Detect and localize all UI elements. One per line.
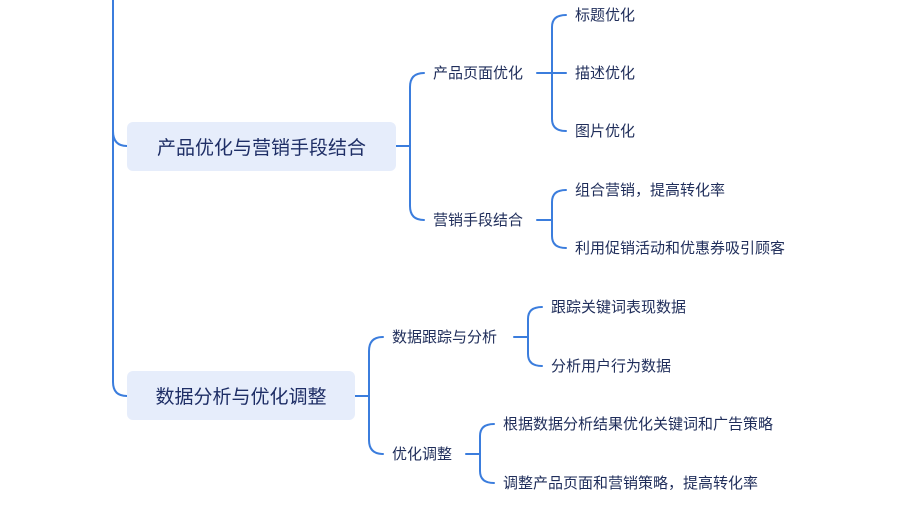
l2-1-branch-1 (551, 14, 567, 74)
topic-label: 产品优化与营销手段结合 (156, 137, 366, 159)
leaf-image-optimize[interactable]: 图片优化 (575, 122, 636, 140)
topic-product-marketing[interactable]: 产品优化与营销手段结合 (127, 122, 396, 171)
root-branch-topic-1 (112, 130, 128, 147)
subtopic-marketing-combo[interactable]: 营销手段结合 (433, 211, 524, 229)
l2-2-branch-1 (551, 189, 567, 221)
topic2-branch-top (368, 336, 384, 397)
topic1-branch-top (409, 72, 425, 147)
l2-3-branch-1 (527, 306, 543, 338)
l2-4-branch-2 (479, 453, 495, 484)
leaf-promotions-coupons[interactable]: 利用促销活动和优惠券吸引顾客 (575, 239, 786, 257)
leaf-combo-marketing[interactable]: 组合营销，提高转化率 (575, 181, 726, 199)
leaf-user-behavior[interactable]: 分析用户行为数据 (551, 357, 672, 375)
subtopic-data-tracking[interactable]: 数据跟踪与分析 (392, 328, 498, 346)
leaf-adjust-page-marketing[interactable]: 调整产品页面和营销策略，提高转化率 (503, 474, 759, 492)
topic-data-analysis[interactable]: 数据分析与优化调整 (127, 371, 355, 420)
topic-label: 数据分析与优化调整 (155, 386, 327, 408)
topic1-branch-bottom (409, 145, 425, 221)
root-trunk (112, 0, 128, 397)
leaf-optimize-keywords-ads[interactable]: 根据数据分析结果优化关键词和广告策略 (503, 415, 774, 433)
subtopic-product-page[interactable]: 产品页面优化 (433, 64, 524, 82)
topic2-branch-bottom (368, 395, 384, 455)
leaf-title-optimize[interactable]: 标题优化 (575, 6, 636, 24)
leaf-keyword-tracking[interactable]: 跟踪关键词表现数据 (551, 298, 687, 316)
subtopic-optimize-adjust[interactable]: 优化调整 (392, 445, 453, 463)
l2-3-branch-2 (527, 336, 543, 367)
leaf-description-optimize[interactable]: 描述优化 (575, 64, 636, 82)
l2-2-branch-2 (551, 219, 567, 249)
l2-4-branch-1 (479, 423, 495, 455)
l2-1-branch-3 (551, 72, 567, 132)
